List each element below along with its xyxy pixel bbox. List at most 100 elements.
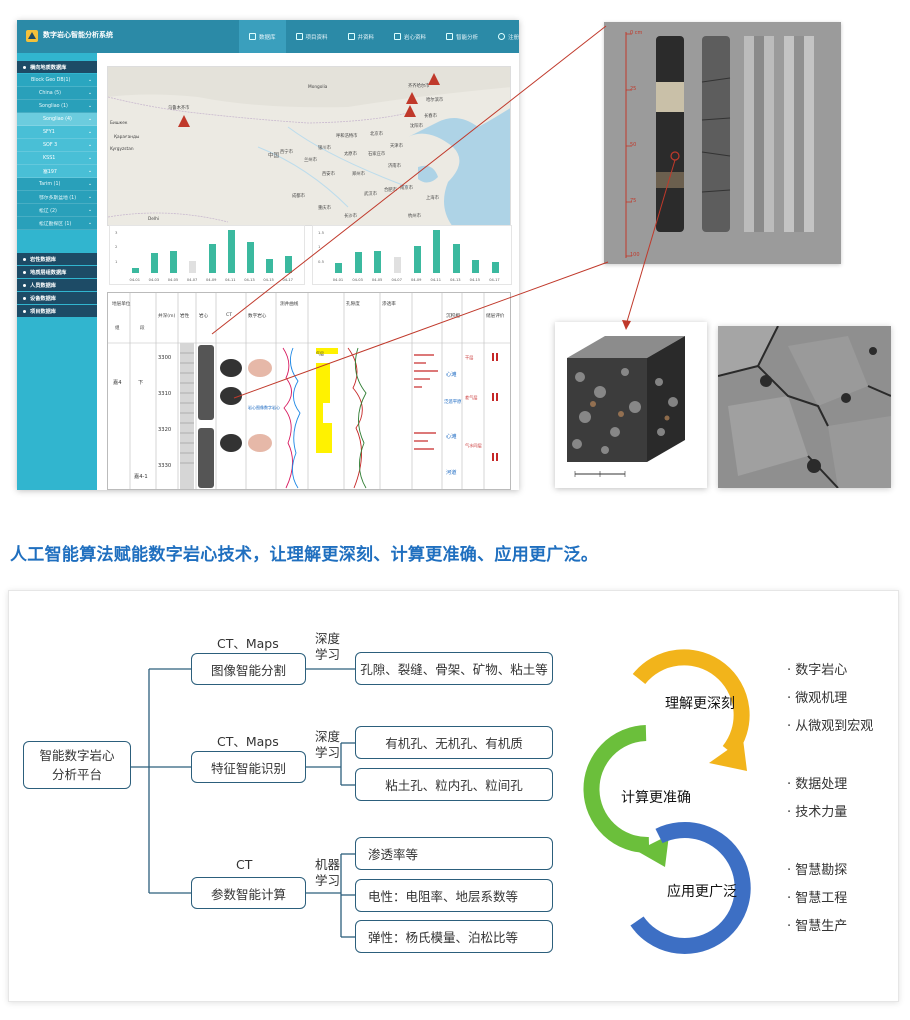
cycle-label-apply: 应用更广泛 — [667, 884, 737, 900]
core-label: 岩心图像数字岩心 — [248, 405, 280, 410]
bar[interactable] — [284, 256, 292, 273]
log-header-reservoir: 储层评价 — [486, 314, 505, 319]
sidebar-item[interactable]: Songliao (1)⌄ — [17, 100, 97, 113]
output-box[interactable]: 粘土孔、粒内孔、粒间孔 — [355, 768, 553, 801]
nav-core[interactable]: 岩心资料 — [384, 20, 436, 53]
bar[interactable] — [433, 230, 441, 273]
tag-result: 干层 — [465, 355, 474, 360]
sidebar-group-geo[interactable]: 横向地质数据库 — [17, 61, 97, 73]
map-view[interactable]: 乌鲁木齐市齐齐哈尔市哈尔滨市长春市沈阳市北京市天津市呼和浩特市西宁市兰州市银川市… — [107, 66, 511, 226]
nav-analysis[interactable]: 智能分析 — [436, 20, 488, 53]
platform-box[interactable]: 智能数字岩心 分析平台 — [23, 741, 131, 789]
nav-label: 项目资料 — [305, 34, 328, 41]
bar[interactable] — [132, 267, 140, 273]
bar[interactable] — [491, 261, 499, 273]
sidebar-item[interactable]: KSS1⌄ — [17, 152, 97, 165]
map-city-label: 乌鲁木齐市 — [168, 106, 190, 111]
sidebar-item[interactable]: SFY1⌄ — [17, 126, 97, 139]
platform-line-2: 分析平台 — [51, 767, 102, 782]
bar[interactable] — [170, 250, 178, 273]
sidebar-item-label: 塞197 — [43, 169, 57, 175]
sidebar-group-equipment[interactable]: 设备数据库 — [17, 292, 97, 304]
output-box[interactable]: 渗透率等 — [355, 837, 553, 870]
map-city-label: 长春市 — [424, 114, 437, 119]
member-label: 下 — [138, 380, 144, 386]
map-marker-icon[interactable] — [404, 105, 416, 117]
bar[interactable] — [265, 258, 273, 273]
log-header-depth: 井深(m) — [158, 314, 176, 319]
bar[interactable] — [151, 253, 159, 273]
bar[interactable] — [246, 242, 254, 273]
y-tick-label: 1 — [115, 258, 118, 264]
nav-login[interactable]: 注册 / 登录 — [488, 20, 519, 53]
feature-recognition-box[interactable]: 特征智能识别 — [191, 751, 306, 783]
bar[interactable] — [413, 245, 421, 273]
nav-database[interactable]: 数据库 — [239, 20, 286, 53]
page-headline: 人工智能算法赋能数字岩心技术，让理解更深刻、计算更准确、应用更广泛。 — [10, 545, 599, 565]
sidebar-item[interactable]: Block Geo DB(1)⌄ — [17, 74, 97, 87]
sidebar-item[interactable]: 松辽 (2)⌄ — [17, 204, 97, 217]
facies-label: 心滩 — [446, 372, 457, 378]
nav-project[interactable]: 项目资料 — [286, 20, 338, 53]
sidebar-item[interactable]: China (5)⌄ — [17, 87, 97, 100]
sidebar-group-projects[interactable]: 项目数据库 — [17, 305, 97, 317]
chevron-down-icon: ⌄ — [87, 103, 92, 109]
map-city-label: 杭州市 — [408, 214, 421, 219]
log-header-facies: 沉积相 — [446, 314, 460, 319]
method-line: 学习 — [315, 873, 341, 888]
bar[interactable] — [472, 260, 480, 273]
sidebar-group-label: 项目数据库 — [30, 308, 56, 315]
map-city-label: 银川市 — [318, 146, 331, 151]
top-nav: 数据库 项目资料 井资料 岩心资料 智能分析 注册 / 登录 — [239, 20, 519, 53]
output-box[interactable]: 电性：电阻率、地层系数等 — [355, 879, 553, 912]
bar[interactable] — [393, 257, 401, 273]
sidebar-group-label: 地质层组数据库 — [30, 269, 67, 276]
sidebar-item[interactable]: SOF 3⌄ — [17, 139, 97, 152]
sidebar-item[interactable]: 塞197⌄ — [17, 165, 97, 178]
sidebar-item[interactable]: Songliao (4)⌄ — [17, 113, 97, 126]
parameter-calculation-box[interactable]: 参数智能计算 — [191, 877, 306, 909]
bullet-icon — [23, 257, 26, 261]
depth-tick-label: 100 — [630, 252, 640, 258]
bar[interactable] — [354, 252, 362, 273]
output-box[interactable]: 有机孔、无机孔、有机质 — [355, 726, 553, 759]
x-tick-label: 04-01 — [332, 278, 344, 282]
well-log-panel: 地层单位 组 段 井深(m) 岩性 岩心 CT 数字岩心 测井曲线 孔隙度 渗透… — [107, 292, 511, 490]
sidebar-group-label: 设备数据库 — [30, 295, 56, 302]
map-city-label: 上海市 — [426, 196, 439, 201]
depth-label: 3330 — [158, 463, 172, 469]
map-city-label: Kyrgyzstan — [110, 147, 134, 152]
output-box[interactable]: 孔隙、裂缝、骨架、矿物、粘土等 — [355, 652, 553, 685]
sidebar-group-lithology[interactable]: 岩性数据库 — [17, 253, 97, 265]
bar[interactable] — [374, 250, 382, 273]
depth-tick-label: 25 — [630, 86, 637, 92]
map-city-label: Mongolia — [308, 85, 328, 90]
bar[interactable] — [208, 244, 216, 273]
sem-microscopy-image — [718, 326, 891, 488]
map-marker-icon[interactable] — [178, 115, 190, 127]
platform-line-1: 智能数字岩心 — [39, 748, 115, 763]
bar[interactable] — [452, 244, 460, 273]
facies-label: 河道 — [446, 470, 457, 476]
map-city-label: 南京市 — [400, 186, 413, 191]
chevron-down-icon: ⌄ — [87, 207, 92, 213]
sidebar-item[interactable]: 松辽勘探区 (1)⌄ — [17, 217, 97, 230]
bar[interactable] — [335, 263, 343, 273]
nav-label: 智能分析 — [456, 34, 479, 41]
digital-core-cube-image — [555, 322, 707, 488]
output-box[interactable]: 弹性：杨氏模量、泊松比等 — [355, 920, 553, 953]
map-terrain — [108, 67, 510, 225]
sidebar-bottom-groups: 岩性数据库 地质层组数据库 人员数据库 设备数据库 项目数据库 — [17, 253, 97, 318]
sidebar-group-strata[interactable]: 地质层组数据库 — [17, 266, 97, 278]
map-marker-icon[interactable] — [428, 73, 440, 85]
image-segmentation-box[interactable]: 图像智能分割 — [191, 653, 306, 685]
bar[interactable] — [227, 230, 235, 273]
sidebar-item[interactable]: 鄂尔多斯盆地 (1)⌄ — [17, 191, 97, 204]
bar[interactable] — [189, 260, 197, 273]
nav-well[interactable]: 井资料 — [338, 20, 385, 53]
sidebar-group-people[interactable]: 人员数据库 — [17, 279, 97, 291]
sidebar-item[interactable]: Tarim (1)⌄ — [17, 178, 97, 191]
bullet-icon — [23, 283, 26, 287]
map-marker-icon[interactable] — [406, 92, 418, 104]
